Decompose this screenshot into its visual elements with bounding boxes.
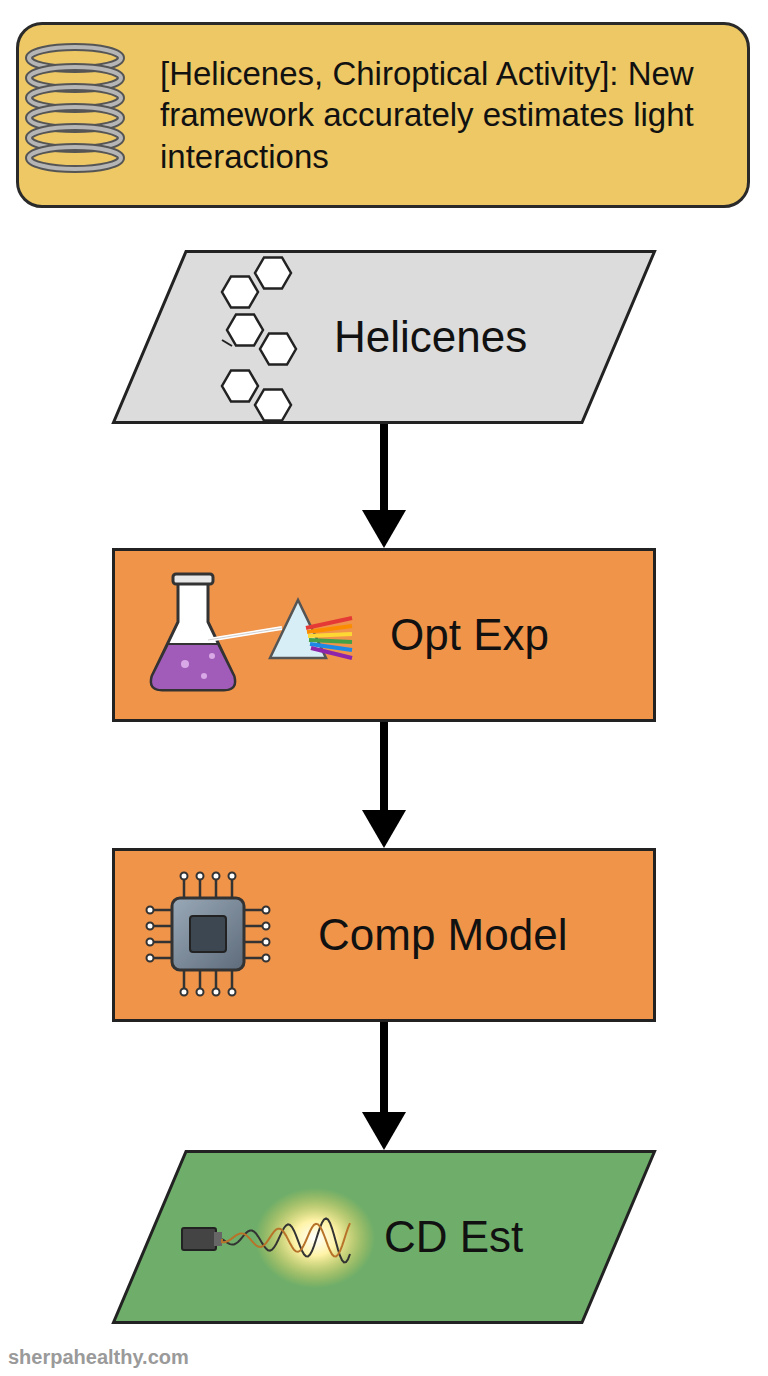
molecule-icon [222, 257, 296, 420]
arrow-head [362, 510, 406, 548]
connector-arrow [362, 722, 406, 848]
spring-icon [29, 47, 121, 169]
node-label: Comp Model [318, 909, 567, 962]
arrow-head [362, 1112, 406, 1150]
process-box: Opt Exp [112, 548, 656, 722]
title-text: [Helicenes, Chiroptical Activity]: New f… [160, 53, 730, 177]
output-parallelogram: CD Est [112, 1150, 656, 1324]
connector-arrow [362, 1022, 406, 1150]
input-parallelogram: Helicenes [112, 250, 656, 424]
arrow-head [362, 810, 406, 848]
connector-line [380, 1022, 388, 1113]
node-label: Helicenes [334, 311, 527, 364]
connector-arrow [362, 424, 406, 548]
node-outline [112, 548, 656, 722]
connector-line [380, 424, 388, 511]
node-label: Opt Exp [390, 609, 549, 662]
process-box: Comp Model [112, 848, 656, 1022]
node-label: CD Est [384, 1211, 523, 1264]
connector-line [380, 722, 388, 811]
watermark: sherpahealthy.com [8, 1346, 189, 1369]
